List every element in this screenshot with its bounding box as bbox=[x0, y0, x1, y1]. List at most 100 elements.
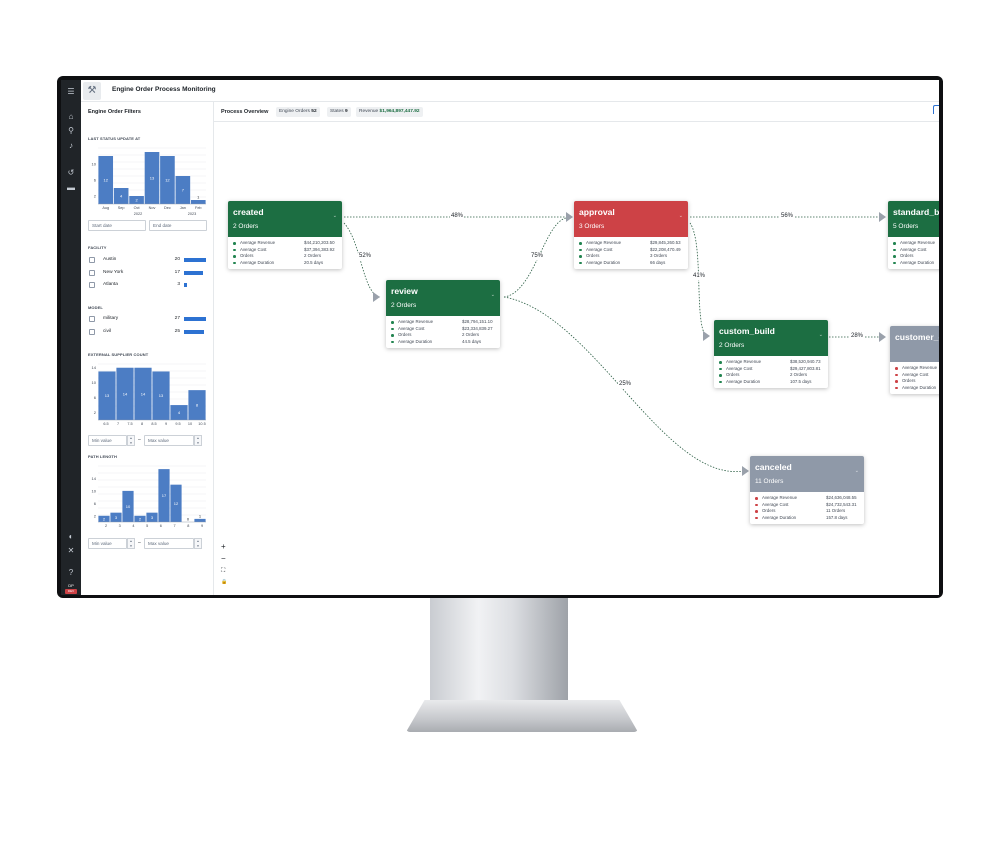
status-dot-icon bbox=[579, 242, 582, 245]
supplier-max-input[interactable]: Max value bbox=[144, 435, 194, 446]
zoom-in-button[interactable]: + bbox=[221, 542, 226, 551]
range-sep: – bbox=[138, 540, 141, 546]
chevron-down-icon[interactable]: ⌄ bbox=[490, 292, 495, 298]
supplier-min-stepper[interactable]: ▲▼ bbox=[127, 435, 135, 446]
status-dot-icon bbox=[719, 374, 722, 377]
histogram-bar[interactable] bbox=[190, 200, 206, 204]
supplier-max-stepper[interactable]: ▲▼ bbox=[194, 435, 202, 446]
metric-label: Average Revenue bbox=[240, 240, 276, 245]
end-date-input[interactable]: End date bbox=[149, 220, 207, 231]
shuffle-icon[interactable]: ✕ bbox=[67, 546, 75, 555]
histogram-bar[interactable] bbox=[134, 515, 146, 522]
histogram-bar[interactable] bbox=[170, 405, 188, 420]
histogram-bar[interactable] bbox=[134, 367, 152, 420]
status-dot-icon bbox=[719, 380, 722, 384]
menu-icon[interactable]: ☰ bbox=[67, 87, 75, 96]
x-tick-label: 9 bbox=[201, 524, 203, 528]
histogram-bar[interactable] bbox=[98, 515, 110, 522]
status-dot-icon bbox=[391, 327, 394, 331]
metric-row: Orders bbox=[893, 253, 939, 260]
edge-review-approval[interactable] bbox=[503, 217, 567, 298]
path-max-stepper[interactable]: ▲▼ bbox=[194, 538, 202, 549]
histogram-bar[interactable] bbox=[170, 484, 182, 522]
lock-button[interactable]: 🔒 bbox=[221, 579, 228, 585]
state-node-standard-build[interactable]: standard_build5 Orders⌄Average RevenueAv… bbox=[888, 201, 939, 270]
year-label: 2023 bbox=[188, 212, 196, 216]
histogram-bar[interactable] bbox=[122, 490, 134, 522]
question-icon[interactable]: ? bbox=[68, 568, 74, 577]
history-icon[interactable]: ↺ bbox=[67, 168, 75, 177]
status-dot-icon bbox=[755, 497, 758, 500]
path-max-input[interactable]: Max value bbox=[144, 538, 194, 549]
checkbox[interactable] bbox=[89, 328, 95, 335]
checkbox[interactable] bbox=[89, 282, 95, 288]
edge-review-canceled[interactable] bbox=[503, 296, 745, 472]
histogram-bar[interactable] bbox=[188, 390, 206, 420]
home-icon[interactable] bbox=[933, 105, 939, 114]
chevron-down-icon[interactable]: ⌄ bbox=[854, 468, 859, 474]
chevron-down-icon[interactable]: ⌄ bbox=[818, 332, 823, 338]
x-tick-label: 7 bbox=[117, 422, 119, 426]
histogram-bar[interactable] bbox=[175, 176, 191, 204]
path-min-input[interactable]: Min value bbox=[88, 538, 127, 549]
x-tick-label: 6.5 bbox=[103, 422, 108, 426]
help-icon[interactable]: ◐ bbox=[68, 532, 74, 541]
checkbox[interactable] bbox=[89, 257, 95, 263]
histogram-bar[interactable] bbox=[146, 512, 158, 522]
states-label: States bbox=[330, 109, 344, 114]
bell-icon[interactable]: ♪ bbox=[69, 141, 73, 150]
histogram-bar[interactable] bbox=[158, 469, 170, 522]
histogram-bar[interactable] bbox=[98, 156, 114, 204]
histogram-bar[interactable] bbox=[152, 371, 170, 420]
checkbox[interactable] bbox=[89, 316, 95, 322]
path-min-stepper[interactable]: ▲▼ bbox=[127, 538, 135, 549]
folder-icon[interactable]: ▬ bbox=[67, 183, 75, 192]
arrow-approval bbox=[566, 212, 573, 222]
histogram-bar[interactable] bbox=[129, 196, 144, 204]
edge-approval-custom[interactable] bbox=[689, 222, 707, 337]
checkbox[interactable] bbox=[89, 269, 95, 276]
node-title: created bbox=[233, 207, 264, 217]
histogram-bar[interactable] bbox=[160, 156, 175, 204]
x-tick-label: 3 bbox=[119, 524, 121, 528]
model-label: MODEL bbox=[88, 305, 103, 310]
home-icon[interactable]: ⌂ bbox=[68, 112, 74, 121]
histogram-bar[interactable] bbox=[113, 188, 129, 204]
histogram-bar[interactable] bbox=[116, 367, 134, 420]
chevron-down-icon[interactable]: ⌄ bbox=[332, 213, 337, 219]
histogram-bar[interactable] bbox=[144, 152, 160, 204]
zoom-out-button[interactable]: − bbox=[221, 554, 226, 563]
edge-created-review[interactable] bbox=[343, 222, 381, 298]
hammer-icon[interactable]: ⚒ bbox=[83, 82, 101, 100]
start-date-input[interactable]: Start date bbox=[88, 220, 146, 231]
arrow-standard bbox=[879, 212, 886, 222]
supplier-min-input[interactable]: Min value bbox=[88, 435, 127, 446]
histogram-bar[interactable] bbox=[98, 371, 116, 420]
histogram-bar[interactable] bbox=[110, 512, 122, 522]
arrow-custom bbox=[703, 331, 710, 341]
chevron-down-icon[interactable]: ⌄ bbox=[678, 213, 683, 219]
histogram-bar[interactable] bbox=[194, 518, 206, 522]
fit-view-button[interactable]: ⛶ bbox=[221, 568, 226, 574]
search-icon[interactable]: ⚲ bbox=[68, 126, 74, 135]
user-initials[interactable]: DP bbox=[68, 583, 74, 588]
